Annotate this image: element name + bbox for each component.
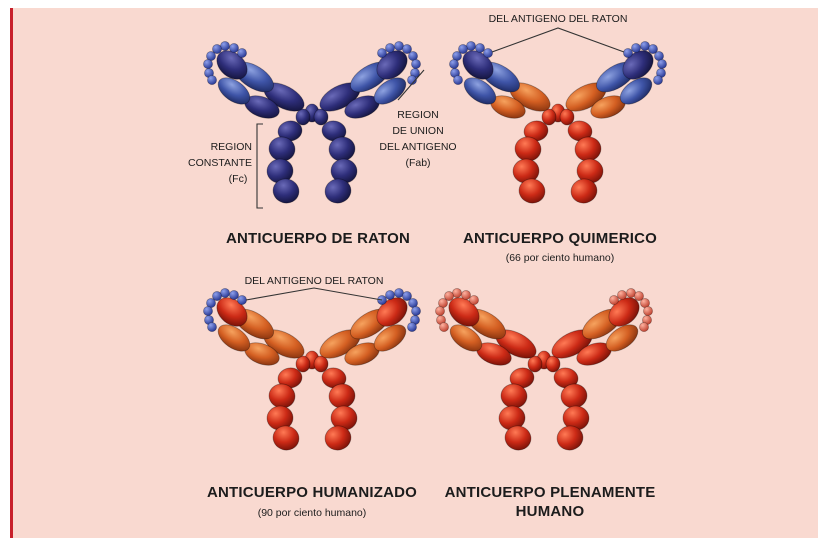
antigen-binding-site [449, 59, 458, 68]
binding-region-label-line4: (Fab) [405, 157, 430, 169]
antigen-binding-site [643, 306, 652, 315]
antigen-binding-site [407, 322, 416, 331]
panel-subtitle-chimeric: (66 por ciento humano) [506, 252, 615, 264]
panel-title-mouse: ANTICUERPO DE RATON [226, 230, 410, 247]
background-panel [10, 8, 818, 538]
hinge-domain [296, 356, 310, 372]
antigen-binding-site [639, 322, 648, 331]
antigen-binding-site [609, 295, 618, 304]
panel-title-chimeric: ANTICUERPO QUIMERICO [463, 230, 657, 247]
antigen-binding-site [435, 306, 444, 315]
antigen-binding-site [617, 290, 626, 299]
antigen-binding-site [237, 295, 246, 304]
panel-title-fully-human: ANTICUERPO PLENAMENTE [445, 484, 656, 501]
hinge-domain [542, 109, 556, 125]
antigen-binding-site [453, 75, 462, 84]
antigen-binding-site [411, 59, 420, 68]
antigen-binding-site [411, 306, 420, 315]
antigen-binding-site [203, 59, 212, 68]
antigen-binding-site [385, 43, 394, 52]
hinge-domain [546, 356, 560, 372]
constant-region-label-line1: REGION [211, 141, 252, 153]
hinge-domain [528, 356, 542, 372]
antigen-binding-site [653, 75, 662, 84]
antigen-binding-site [469, 295, 478, 304]
panel-subtitle-humanized: (90 por ciento humano) [258, 507, 367, 519]
antigen-binding-site [237, 48, 246, 57]
hinge-domain [314, 356, 328, 372]
binding-region-label-line2: DE UNION [392, 125, 443, 137]
constant-region-label-line3: (Fc) [229, 173, 248, 185]
humanized-antigen-label: DEL ANTIGENO DEL RATON [245, 275, 384, 287]
chimeric-antigen-label: DEL ANTIGENO DEL RATON [489, 13, 628, 25]
antigen-binding-site [377, 48, 386, 57]
hinge-domain [296, 109, 310, 125]
constant-region-label-line2: CONSTANTE [188, 157, 252, 169]
panel-title-humanized: ANTICUERPO HUMANIZADO [207, 484, 417, 501]
antigen-binding-site [483, 48, 492, 57]
antigen-binding-site [623, 48, 632, 57]
antigen-binding-site [229, 43, 238, 52]
hinge-domain [314, 109, 328, 125]
hinge-domain [560, 109, 574, 125]
antigen-binding-site [439, 322, 448, 331]
antigen-binding-site [207, 322, 216, 331]
binding-region-label-line1: REGION [397, 109, 438, 121]
binding-region-label-line3: DEL ANTIGENO [379, 141, 456, 153]
antigen-binding-site [203, 306, 212, 315]
antigen-binding-site [657, 59, 666, 68]
panel-subtitle-fully-human: HUMANO [516, 503, 585, 520]
antigen-binding-site [207, 75, 216, 84]
antigen-binding-site [229, 290, 238, 299]
antigen-binding-site [631, 43, 640, 52]
antigen-binding-site [385, 290, 394, 299]
antigen-binding-site [461, 290, 470, 299]
antigen-binding-site [475, 43, 484, 52]
left-accent-line [10, 8, 13, 538]
